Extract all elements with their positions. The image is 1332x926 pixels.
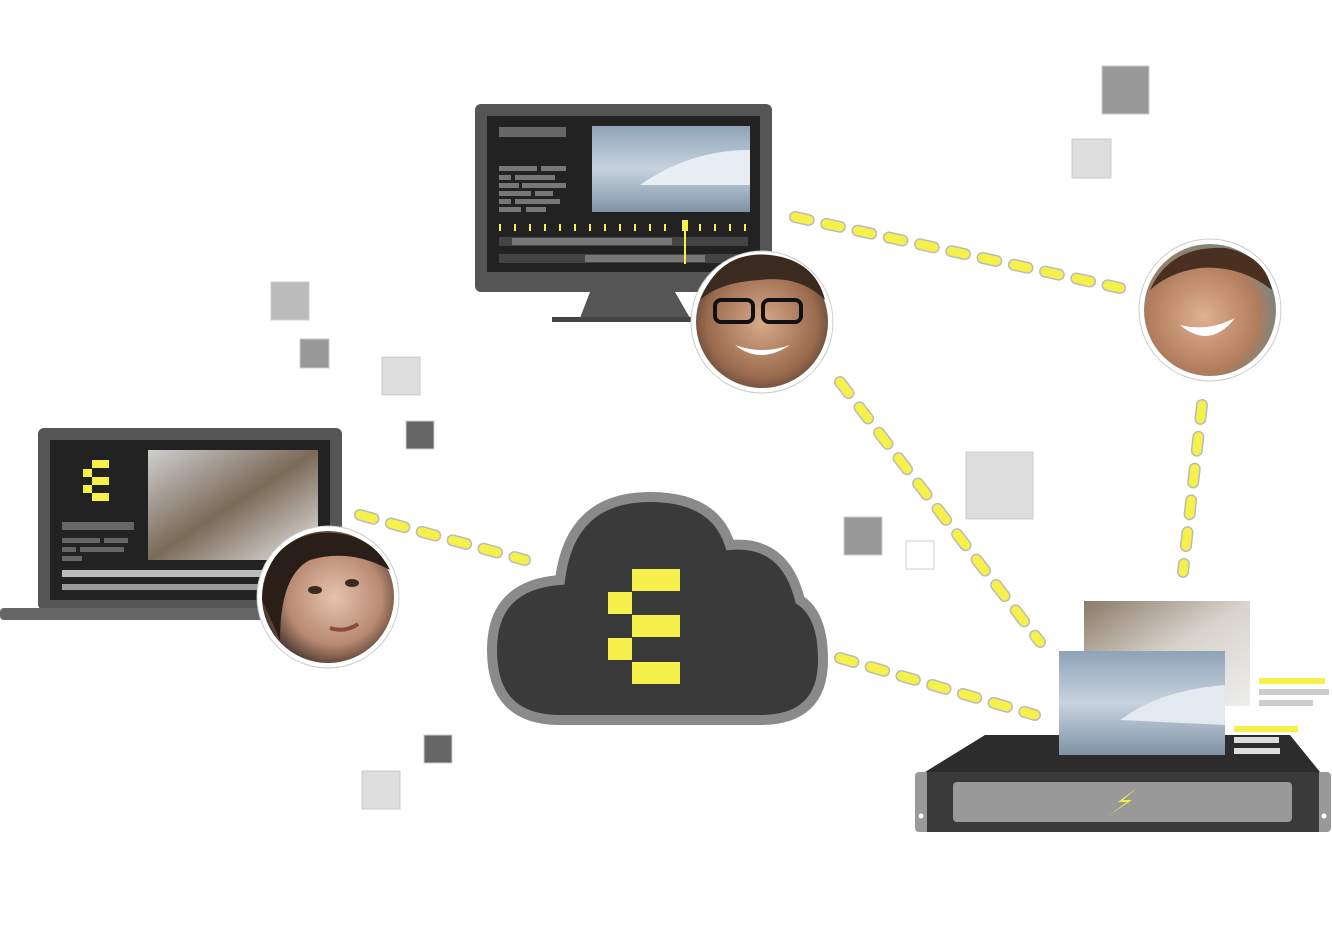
monitor-stand <box>580 292 690 318</box>
square <box>270 281 310 321</box>
link-cloud-to-server <box>835 653 1040 720</box>
avatar-user-laptop <box>256 525 400 669</box>
connection-lines <box>354 211 1208 721</box>
link-user-to-server <box>1178 400 1207 577</box>
desktop-monitor <box>475 104 772 322</box>
timeline-clip <box>512 238 672 245</box>
monitor-base <box>552 317 702 322</box>
server <box>915 601 1331 832</box>
laptop-base <box>0 608 290 620</box>
link-monitor-user-to-server <box>835 377 1045 647</box>
screen-text-lines <box>499 166 566 212</box>
screen-text-lines <box>62 538 128 561</box>
square <box>843 516 883 556</box>
avatar-user-monitor <box>690 250 834 394</box>
timeline-playhead[interactable] <box>682 220 688 231</box>
square <box>361 770 401 810</box>
square <box>381 356 421 396</box>
timeline-track-2[interactable] <box>62 584 262 590</box>
screen-title-bar <box>62 522 134 530</box>
square <box>299 338 330 369</box>
timeline-ticks <box>499 224 746 231</box>
playhead-line <box>684 230 686 264</box>
square <box>905 540 935 570</box>
square <box>965 451 1034 520</box>
rack-screw <box>918 813 924 819</box>
link-laptop-to-cloud <box>355 510 530 565</box>
square <box>423 734 453 764</box>
screen-title-bar <box>499 127 566 137</box>
link-monitor-to-user <box>790 212 1125 293</box>
square <box>1101 65 1150 115</box>
e-logo-icon <box>83 460 109 501</box>
iceberg-shape <box>1120 685 1225 725</box>
avatar-user-right <box>1138 238 1282 382</box>
lightning-bolt-icon <box>1108 788 1137 816</box>
metadata-lines <box>1234 678 1329 754</box>
timeline-track[interactable] <box>62 570 320 577</box>
square <box>1071 138 1112 179</box>
decorative-squares <box>270 65 1150 810</box>
square <box>405 420 435 450</box>
rack-screw <box>1321 813 1327 819</box>
iceberg-shape <box>640 150 750 185</box>
cloud <box>486 491 829 725</box>
e-logo-icon <box>608 569 680 684</box>
timeline-clip-2 <box>585 255 705 262</box>
